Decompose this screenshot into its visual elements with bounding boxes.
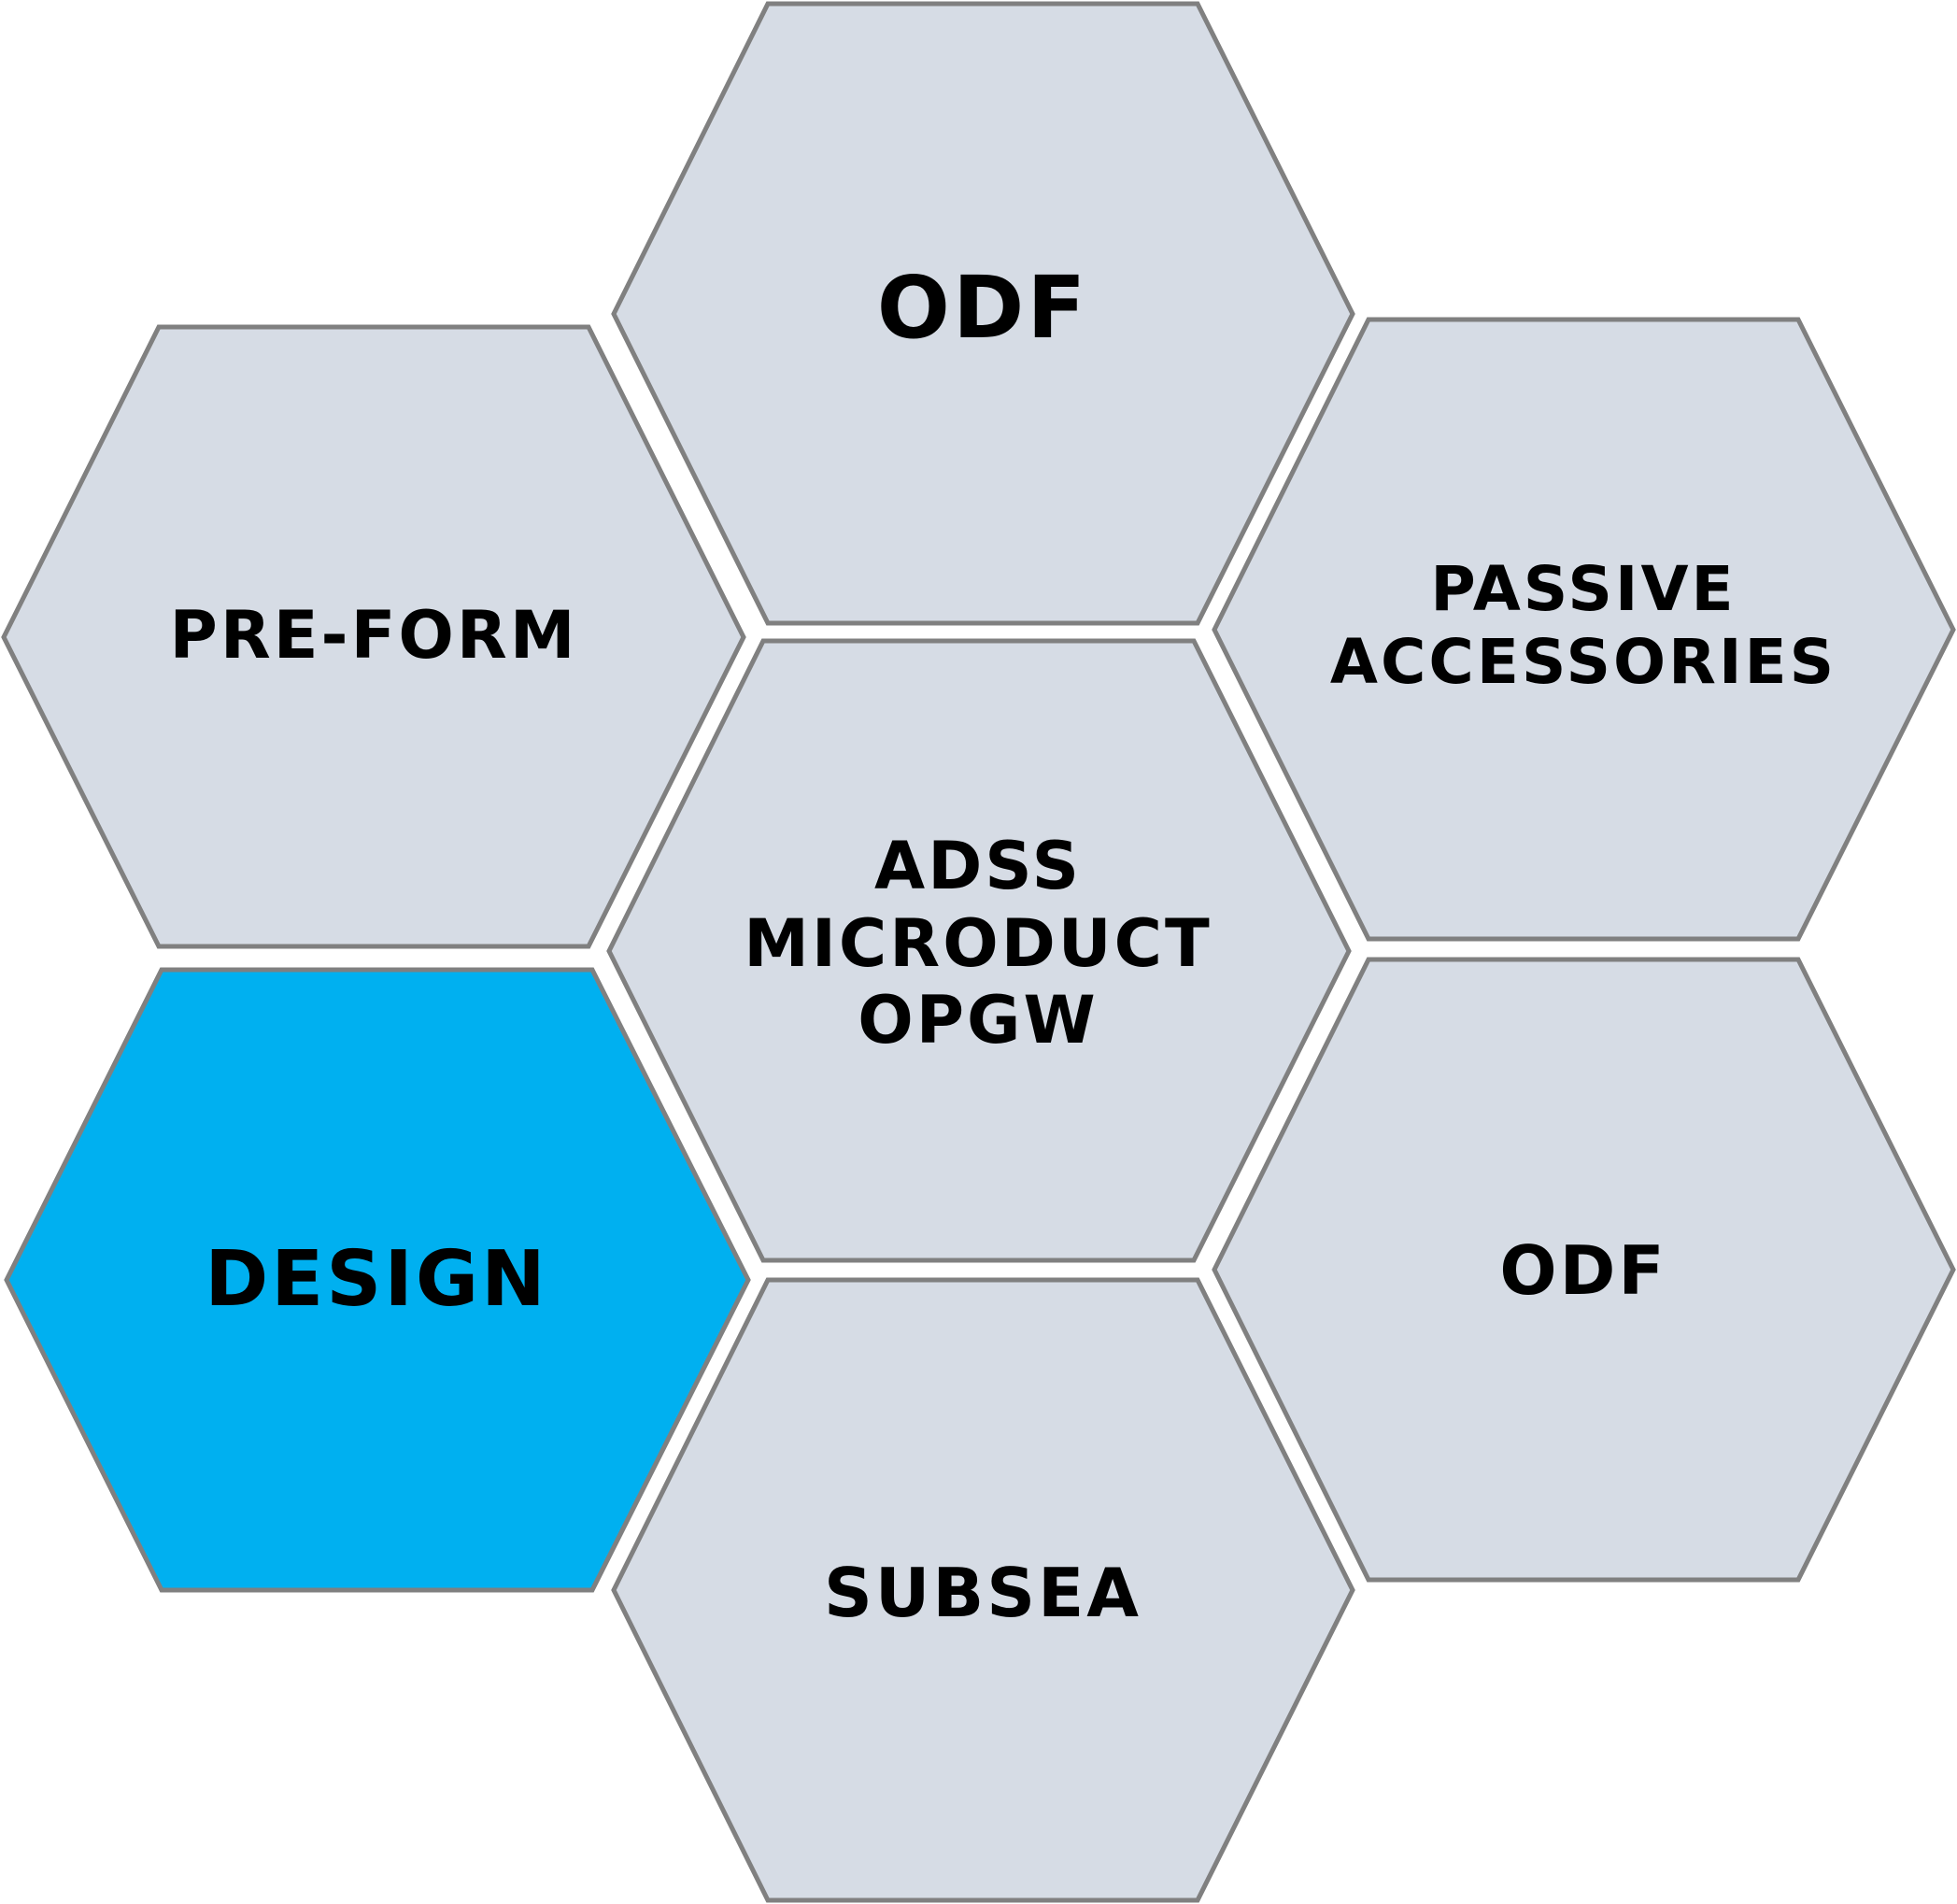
hexagon-lower-left[interactable] — [4, 967, 751, 1593]
hexagon-upper-right-label: PASSIVE ACCESSORIES — [1312, 537, 1854, 715]
hexagon-lower-right-label: ODF — [1499, 1230, 1667, 1310]
hexagon-upper-left-label: PRE-FORM — [169, 596, 578, 674]
hexagon-bottom[interactable] — [611, 1277, 1355, 1903]
hexagon-top-label: ODF — [876, 257, 1089, 358]
hexagon-upper-right-line-1: PASSIVE — [1430, 553, 1737, 626]
hexagon-center[interactable] — [606, 638, 1352, 1263]
hexagon-upper-right-line-2: ACCESSORIES — [1329, 626, 1837, 698]
hexagon-center-line-3: OPGW — [858, 982, 1099, 1059]
hexagon-upper-left[interactable] — [1, 324, 746, 949]
hexagon-lower-left-label: DESIGN — [205, 1234, 548, 1324]
hexagon-center-label: ADSS MICRODUCT OPGW — [707, 803, 1249, 1084]
hexagon-center-line-2: MICRODUCT — [744, 904, 1212, 982]
hexagon-lower-right[interactable] — [1212, 957, 1956, 1583]
hexagon-upper-right[interactable] — [1212, 317, 1956, 942]
hexagon-bottom-label: SUBSEA — [824, 1553, 1142, 1632]
hexagon-top[interactable] — [611, 1, 1355, 626]
hexagon-center-line-1: ADSS — [874, 828, 1082, 905]
